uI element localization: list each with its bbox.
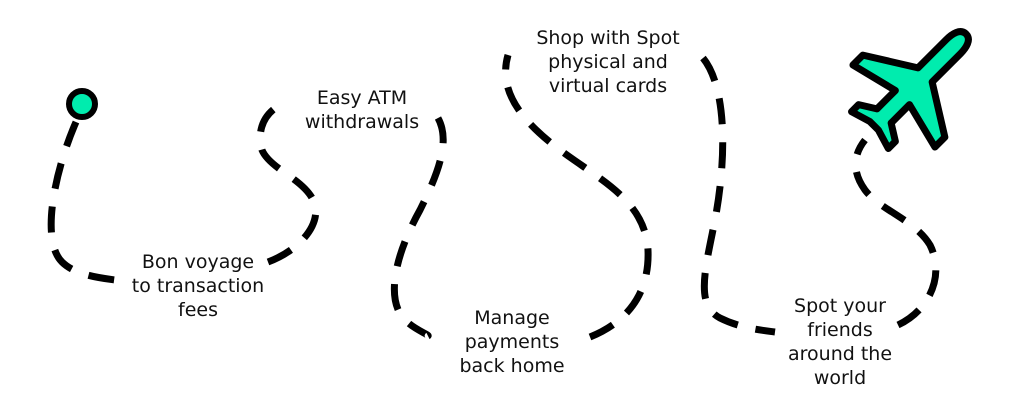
label-line: Easy ATM [316,87,408,109]
label-line: payments [464,331,560,353]
journey-path-segment-3 [390,116,447,340]
label-line: Manage [474,307,550,329]
label-line: Shop with Spot [536,27,680,49]
label-line: fees [178,299,218,321]
airplane-icon [848,28,972,152]
label-line: friends [807,319,873,341]
label-line: Bon voyage [141,251,255,273]
step-label-spot-friends: Spot your friends around the world [765,294,915,390]
label-line: around the [787,343,893,365]
step-label-bon-voyage: Bon voyage to transaction fees [108,250,288,322]
label-line: to transaction [131,275,265,297]
journey-path-segment-2 [256,99,320,266]
label-line: world [813,367,867,389]
label-line: physical and [548,51,668,73]
journey-path-segment-1 [47,120,116,284]
label-line: virtual cards [548,75,668,97]
journey-path-segment-4 [502,54,652,341]
start-dot-icon [66,88,98,120]
step-label-easy-atm: Easy ATM withdrawals [282,86,442,134]
step-label-shop-with-spot: Shop with Spot physical and virtual card… [518,26,698,98]
label-line: Spot your [794,295,886,317]
label-line: back home [459,355,565,377]
label-line: withdrawals [304,111,420,133]
journey-path-segment-5 [700,55,776,336]
step-label-manage-payments: Manage payments back home [432,306,592,378]
